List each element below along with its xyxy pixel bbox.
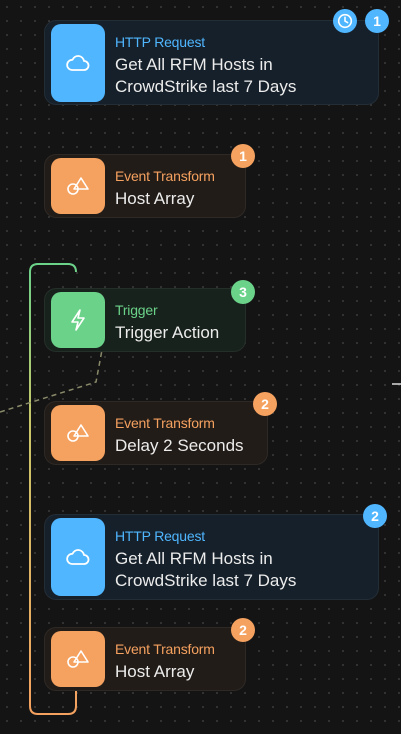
node-trigger[interactable]: Trigger Trigger Action 3 [44,280,255,352]
node-title: Trigger Action [115,323,220,342]
node-type-label: Event Transform [115,415,215,431]
clock-icon[interactable] [333,9,357,33]
transform-shapes-icon [51,405,105,461]
node-title: Get All RFM Hosts in CrowdStrike last 7 … [115,55,297,96]
node-event-transform-3[interactable]: Event Transform Host Array 2 [44,618,255,691]
node-title: Delay 2 Seconds [115,436,244,455]
count-badge: 1 [231,144,255,168]
loop-back-connector [29,263,77,715]
node-title: Get All RFM Hosts in CrowdStrike last 7 … [115,549,297,590]
node-type-label: Event Transform [115,641,215,657]
count-badge: 2 [253,392,277,416]
node-type-label: Event Transform [115,168,215,184]
node-event-transform-1[interactable]: Event Transform Host Array 1 [44,144,255,218]
count-badge: 2 [363,504,387,528]
dashed-external-connector [0,349,103,413]
node-http-request-1[interactable]: HTTP Request Get All RFM Hosts in CrowdS… [44,9,389,105]
node-title: Host Array [115,662,195,681]
cloud-icon [51,518,105,596]
node-http-request-2[interactable]: HTTP Request Get All RFM Hosts in CrowdS… [44,504,387,600]
node-type-label: Trigger [115,302,158,318]
count-badge: 1 [365,9,389,33]
count-badge: 3 [231,280,255,304]
count-badge: 2 [231,618,255,642]
transform-shapes-icon [51,158,105,214]
node-type-label: HTTP Request [115,34,205,50]
transform-shapes-icon [51,631,105,687]
node-event-transform-2[interactable]: Event Transform Delay 2 Seconds 2 [44,392,277,465]
lightning-icon [51,292,105,348]
cloud-icon [51,24,105,102]
node-title: Host Array [115,189,195,208]
node-type-label: HTTP Request [115,528,205,544]
